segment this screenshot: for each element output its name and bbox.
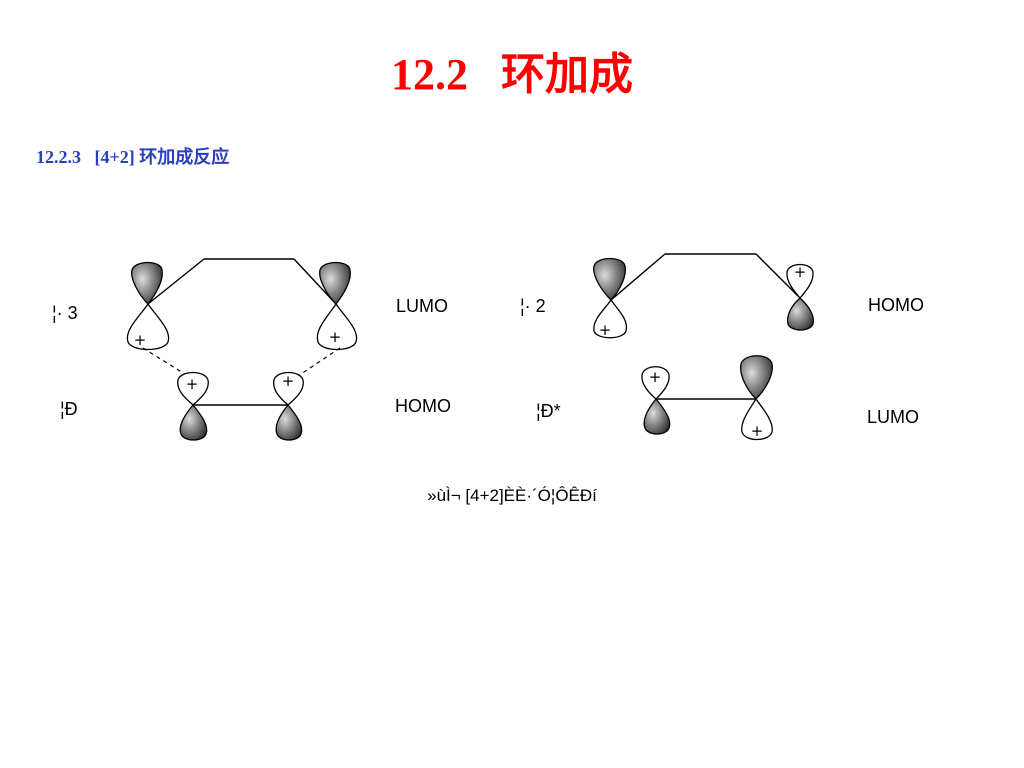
phase-sign: +: [186, 375, 199, 393]
orbital-lobe-unshaded: [641, 366, 670, 400]
phase-sign: +: [794, 263, 807, 281]
slide-title: 12.2 环加成: [391, 50, 633, 99]
orbital-label-homo-right: HOMO: [868, 295, 924, 315]
diene-bond-left: [610, 253, 666, 301]
orbital-lobe-unshaded: [593, 298, 628, 339]
orbital-lobe-unshaded: [177, 371, 209, 406]
interaction-line-right: [291, 347, 341, 381]
dienophile-homo-group: + +: [177, 371, 304, 441]
orbital-lobe-shaded: [131, 261, 163, 305]
orbital-lobe-shaded: [275, 403, 303, 441]
label-left-bottom: ¦Ð: [60, 399, 78, 419]
diene-bond-left: [147, 258, 205, 305]
orbital-lobe-unshaded: [741, 397, 773, 441]
phase-sign: +: [329, 328, 342, 346]
section-subtitle: 12.2.3 [4+2] 环加成反应: [36, 147, 230, 167]
diagram-caption: »ùÌ¬ [4+2]ÈÈ·´Ó¦ÔÊÐí: [427, 486, 597, 505]
label-right-bottom: ¦Ð*: [536, 401, 561, 421]
orbital-lobe-shaded: [319, 261, 351, 305]
diene-homo-group: + +: [593, 253, 815, 339]
label-right-top: ¦· 2: [520, 296, 546, 316]
phase-sign: +: [134, 331, 147, 349]
dienophile-lumo-group: + +: [641, 355, 773, 441]
orbital-lobe-unshaded: [786, 263, 814, 299]
diene-bond-right: [755, 253, 801, 299]
orbital-label-homo-left: HOMO: [395, 396, 451, 416]
interaction-line-left: [142, 347, 189, 377]
orbital-label-lumo-right: LUMO: [867, 407, 920, 427]
orbital-lobe-shaded: [740, 355, 773, 400]
orbital-lobe-shaded: [179, 403, 208, 441]
phase-sign: +: [751, 422, 764, 440]
orbital-lobe-unshaded: [273, 371, 304, 406]
orbital-lobe-shaded: [593, 257, 626, 301]
orbital-lobe-shaded: [786, 297, 815, 331]
orbital-lobe-unshaded: [126, 302, 170, 351]
label-left-top: ¦· 3: [52, 303, 78, 323]
orbital-label-lumo-left: LUMO: [396, 296, 449, 316]
phase-sign: +: [599, 321, 612, 339]
phase-sign: +: [282, 372, 295, 390]
phase-sign: +: [649, 368, 662, 386]
diene-lumo-group: + +: [126, 258, 358, 351]
orbital-lobe-shaded: [643, 397, 671, 435]
